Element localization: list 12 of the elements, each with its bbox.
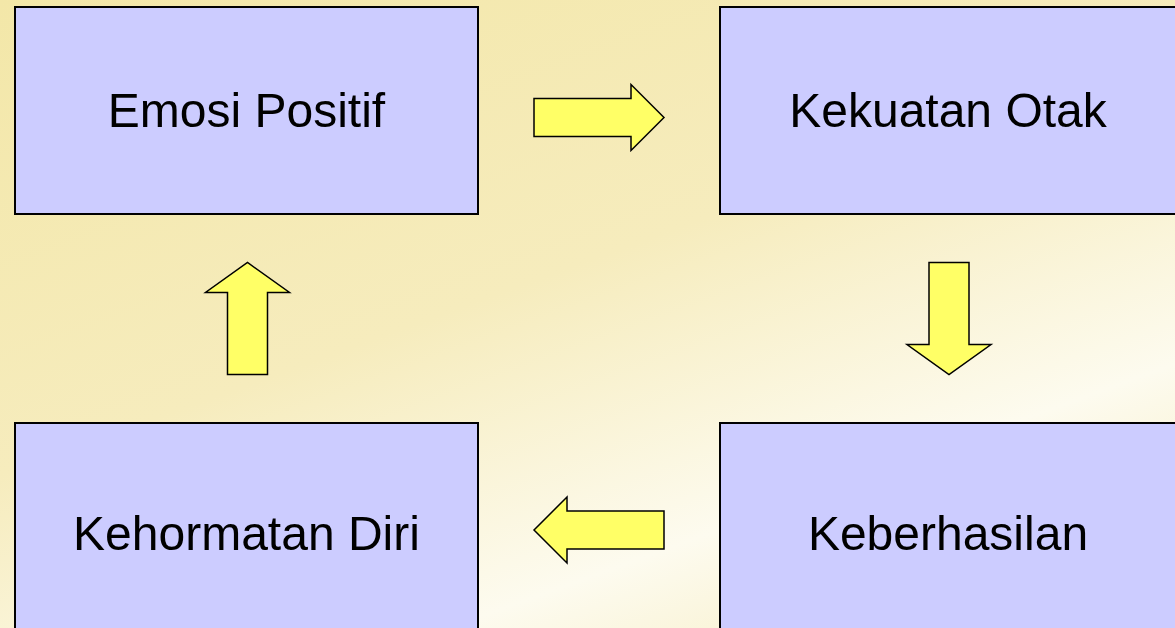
block-arrow: [532, 495, 665, 565]
block-arrow: [203, 261, 292, 376]
box-label: Kekuatan Otak: [788, 83, 1108, 139]
concept-box: [719, 422, 1175, 628]
concept-box: [14, 422, 479, 628]
block-arrow: [533, 82, 666, 153]
concept-box: [14, 6, 479, 215]
box-label: Keberhasilan: [806, 505, 1090, 562]
block-arrow: [904, 261, 994, 376]
box-label: Emosi Positif: [106, 83, 387, 139]
box-label: Kehormatan Diri: [72, 505, 421, 562]
concept-box: [719, 6, 1175, 215]
